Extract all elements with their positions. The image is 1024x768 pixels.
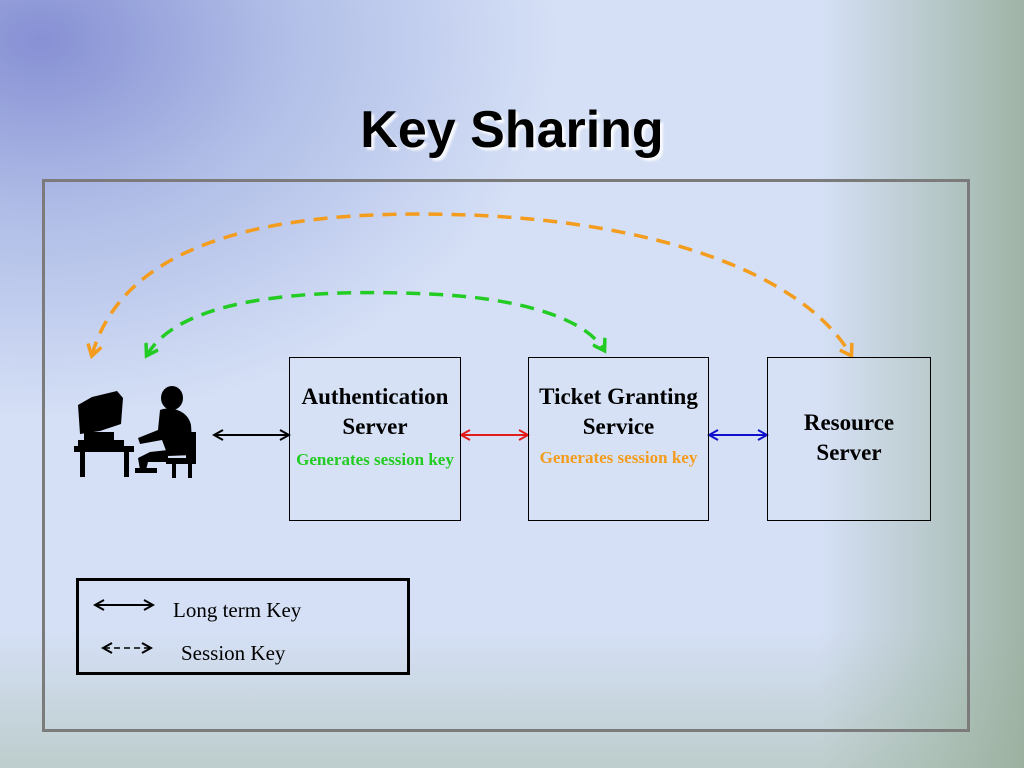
- authentication-server-title: Authentication Server: [301, 384, 449, 439]
- legend-box: Long term Key Session Key: [76, 578, 410, 675]
- ticket-granting-service-title: Ticket Granting Service: [539, 384, 698, 439]
- authentication-server-note: Generates session key: [296, 450, 454, 469]
- session-key-arc-resource: [92, 212, 851, 355]
- diagram-frame: [42, 179, 970, 732]
- ticket-granting-service-box: Ticket Granting Service Generates sessio…: [528, 357, 709, 521]
- legend-session-label: Session Key: [181, 641, 286, 665]
- authentication-server-box: Authentication Server Generates session …: [289, 357, 461, 521]
- slide-title: Key Sharing: [360, 101, 664, 159]
- resource-server-box: Resource Server: [767, 357, 931, 521]
- resource-server-title: Resource Server: [803, 410, 895, 465]
- user-computer-icon: [74, 386, 196, 478]
- session-key-arc-tgs: [147, 290, 604, 355]
- legend-long-term-label: Long term Key: [173, 598, 302, 622]
- ticket-granting-service-note: Generates session key: [539, 448, 698, 467]
